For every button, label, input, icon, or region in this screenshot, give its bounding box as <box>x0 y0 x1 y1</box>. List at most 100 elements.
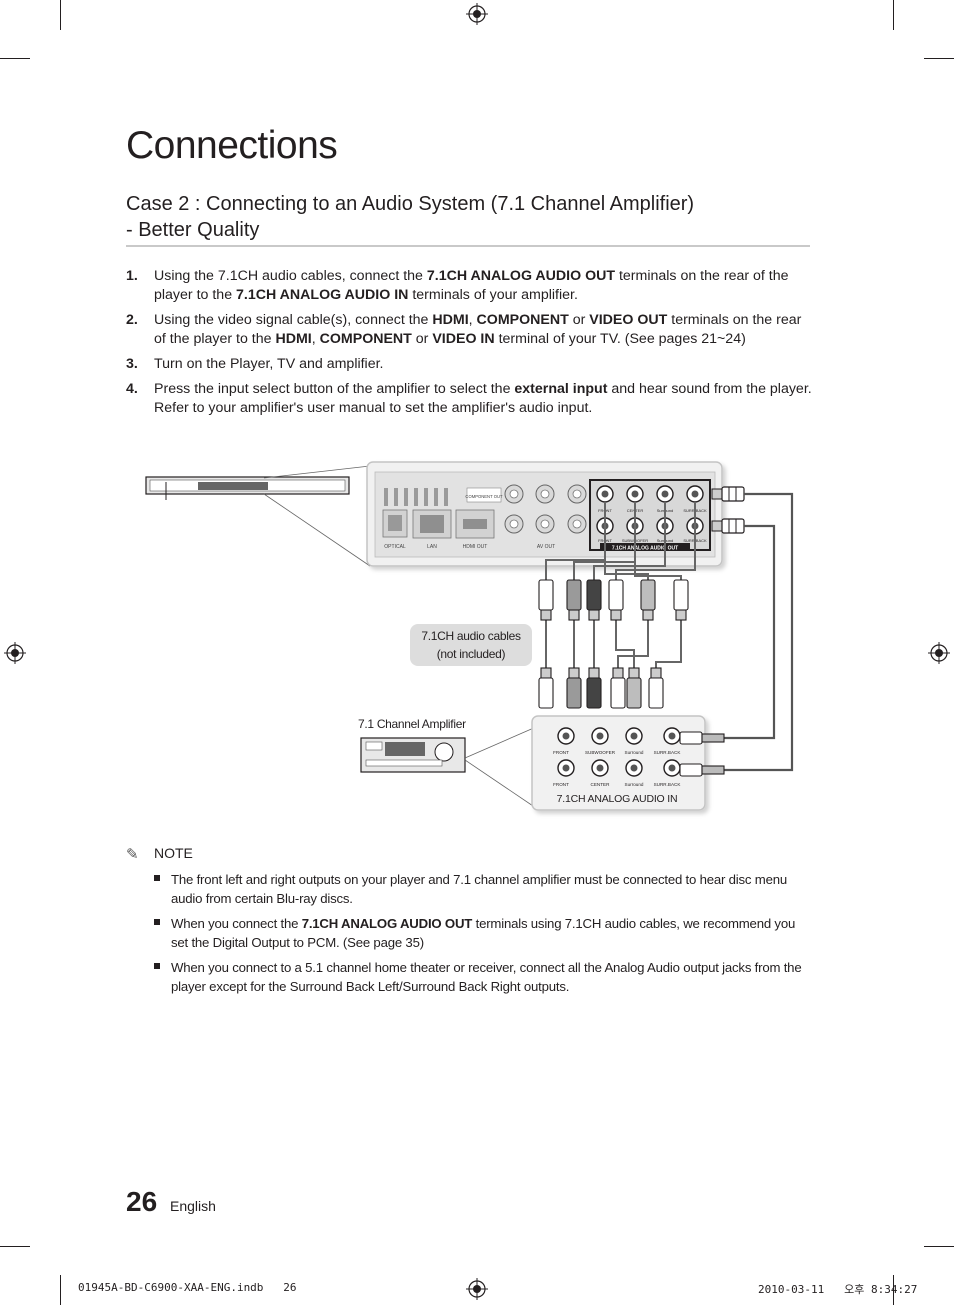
step-text: Press the input select button of the amp… <box>154 380 816 418</box>
step-text: Turn on the Player, TV and amplifier. <box>154 355 816 374</box>
step-text-bold: COMPONENT <box>319 331 412 347</box>
step-text-bold: 7.1CH ANALOG AUDIO OUT <box>426 268 616 284</box>
crop-mark <box>924 58 954 59</box>
footer-file-name: 01945A-BD-C6900-XAA-ENG.indb 26 <box>78 1281 297 1294</box>
step-text-part: or <box>568 312 590 328</box>
step-number: 4. <box>126 381 138 397</box>
amplifier-label: 7.1 Channel Amplifier <box>358 717 466 731</box>
bullet-square-icon <box>154 875 160 881</box>
port-label: Surround <box>625 750 644 755</box>
audio-cables <box>545 502 696 668</box>
crop-mark <box>0 58 30 59</box>
vent-slots <box>384 488 448 506</box>
step-text-bold: 7.1CH ANALOG AUDIO IN <box>236 287 409 303</box>
section-heading-line: Case 2 : Connecting to an Audio System (… <box>126 193 695 215</box>
step-text-part: Using the 7.1CH audio cables, connect th… <box>154 268 427 284</box>
section-heading: Case 2 : Connecting to an Audio System (… <box>126 191 816 243</box>
step-number: 3. <box>126 356 138 372</box>
crop-mark <box>0 1246 30 1247</box>
amp-surr-back-plugs <box>679 731 725 777</box>
crop-mark <box>60 0 61 30</box>
crop-mark <box>893 1275 894 1305</box>
port-label: FRONT <box>553 750 569 755</box>
crop-mark <box>924 1246 954 1247</box>
note-text: When you connect the 7.1CH ANALOG AUDIO … <box>171 914 814 952</box>
step-text-part: terminals of your amplifier. <box>408 287 578 303</box>
port-label: CENTER <box>591 782 611 787</box>
bullet-square-icon <box>154 919 160 925</box>
note-text-part: terminals using 7.1CH audio cables, we r… <box>171 916 796 950</box>
av-out-label: AV OUT <box>537 544 555 550</box>
surr-back-cables <box>724 492 794 772</box>
step-text-part: Press the input select button of the amp… <box>154 381 515 397</box>
step-text-part: terminals on the rear of the player to t… <box>154 268 789 303</box>
section-heading-line: - Better Quality <box>126 219 260 241</box>
cable-plugs-upper <box>538 579 689 621</box>
page-language: English <box>170 1198 216 1214</box>
av-out-jacks <box>504 484 587 534</box>
note-text: The front left and right outputs on your… <box>171 870 814 908</box>
crop-mark <box>893 0 894 30</box>
port-label: Surround <box>625 782 644 787</box>
registration-mark-icon <box>466 1278 488 1300</box>
step-text-part: or <box>411 331 433 347</box>
step-text-part: terminals on the rear of the player to t… <box>154 312 802 347</box>
step-item: 1. Using the 7.1CH audio cables, connect… <box>126 267 816 305</box>
optical-port-label: OPTICAL <box>384 544 406 550</box>
bullet-square-icon <box>154 963 160 969</box>
note-bullet: When you connect the 7.1CH ANALOG AUDIO … <box>154 914 814 952</box>
step-item: 2. Using the video signal cable(s), conn… <box>126 311 816 349</box>
crop-mark <box>60 1275 61 1305</box>
hdmi-out-port-label: HDMI OUT <box>463 544 488 550</box>
cables-label-box: 7.1CH audio cables (not included) <box>410 624 532 666</box>
analog-audio-in-jacks <box>557 727 681 777</box>
cables-label-line: 7.1CH audio cables <box>421 629 521 643</box>
step-text-part: terminal of your TV. (See pages 21~24) <box>494 331 746 347</box>
note-text-bold: 7.1CH ANALOG AUDIO OUT <box>301 916 473 931</box>
step-item: 3. Turn on the Player, TV and amplifier. <box>126 355 816 374</box>
note-label: NOTE <box>154 845 193 861</box>
step-text: Using the video signal cable(s), connect… <box>154 311 816 349</box>
page-number: 26 <box>126 1186 158 1217</box>
blu-ray-player-rear <box>145 465 371 567</box>
connection-diagram: OPTICAL LAN HDMI OUT COMPONENT OUT AV OU… <box>145 461 794 811</box>
port-label: SURR.BACK <box>654 782 682 787</box>
amplifier-rear-panel <box>531 715 706 811</box>
heading-divider <box>126 245 810 247</box>
registration-mark-icon <box>928 642 950 664</box>
step-text-part: Using the video signal cable(s), connect… <box>154 312 433 328</box>
port-label: SURR.BACK <box>654 750 682 755</box>
registration-mark-icon <box>4 642 26 664</box>
step-number: 1. <box>126 268 138 284</box>
step-text-bold: HDMI <box>275 331 312 347</box>
step-item: 4. Press the input select button of the … <box>126 380 816 418</box>
component-out-label: COMPONENT OUT <box>465 494 503 499</box>
step-number: 2. <box>126 312 138 328</box>
step-text-part: and hear sound from the player. Refer to… <box>154 381 812 416</box>
note-bullet: The front left and right outputs on your… <box>154 870 814 908</box>
step-text: Using the 7.1CH audio cables, connect th… <box>154 267 816 305</box>
step-text-part: , <box>468 312 477 328</box>
note-bullet: When you connect to a 5.1 channel home t… <box>154 958 814 996</box>
note-text-part: When you connect to a 5.1 channel home t… <box>171 960 802 994</box>
step-text-part: , <box>311 331 320 347</box>
note-text: When you connect to a 5.1 channel home t… <box>171 958 814 996</box>
note-text-part: When you connect the <box>171 916 302 931</box>
surr-back-plugs <box>711 486 745 534</box>
cables-label-line: (not included) <box>437 647 506 661</box>
amplifier-front <box>360 726 537 809</box>
step-text-bold: VIDEO OUT <box>589 312 668 328</box>
registration-mark-icon <box>466 3 488 25</box>
step-text-bold: COMPONENT <box>476 312 569 328</box>
step-text-bold: external input <box>514 381 608 397</box>
cable-plugs-lower <box>538 667 664 709</box>
port-label: FRONT <box>553 782 569 787</box>
footer-date: 2010-03-11 오후 8:34:27 <box>758 1283 918 1296</box>
lan-port-label: LAN <box>427 544 437 550</box>
step-text-part: Turn on the Player, TV and amplifier. <box>154 356 384 372</box>
analog-in-title: 7.1CH ANALOG AUDIO IN <box>557 793 678 805</box>
analog-out-title: 7.1CH ANALOG AUDIO OUT <box>612 546 678 552</box>
note-text-part: The front left and right outputs on your… <box>171 872 787 906</box>
step-text-bold: VIDEO IN <box>432 331 495 347</box>
pencil-icon: ✎ <box>126 846 139 863</box>
